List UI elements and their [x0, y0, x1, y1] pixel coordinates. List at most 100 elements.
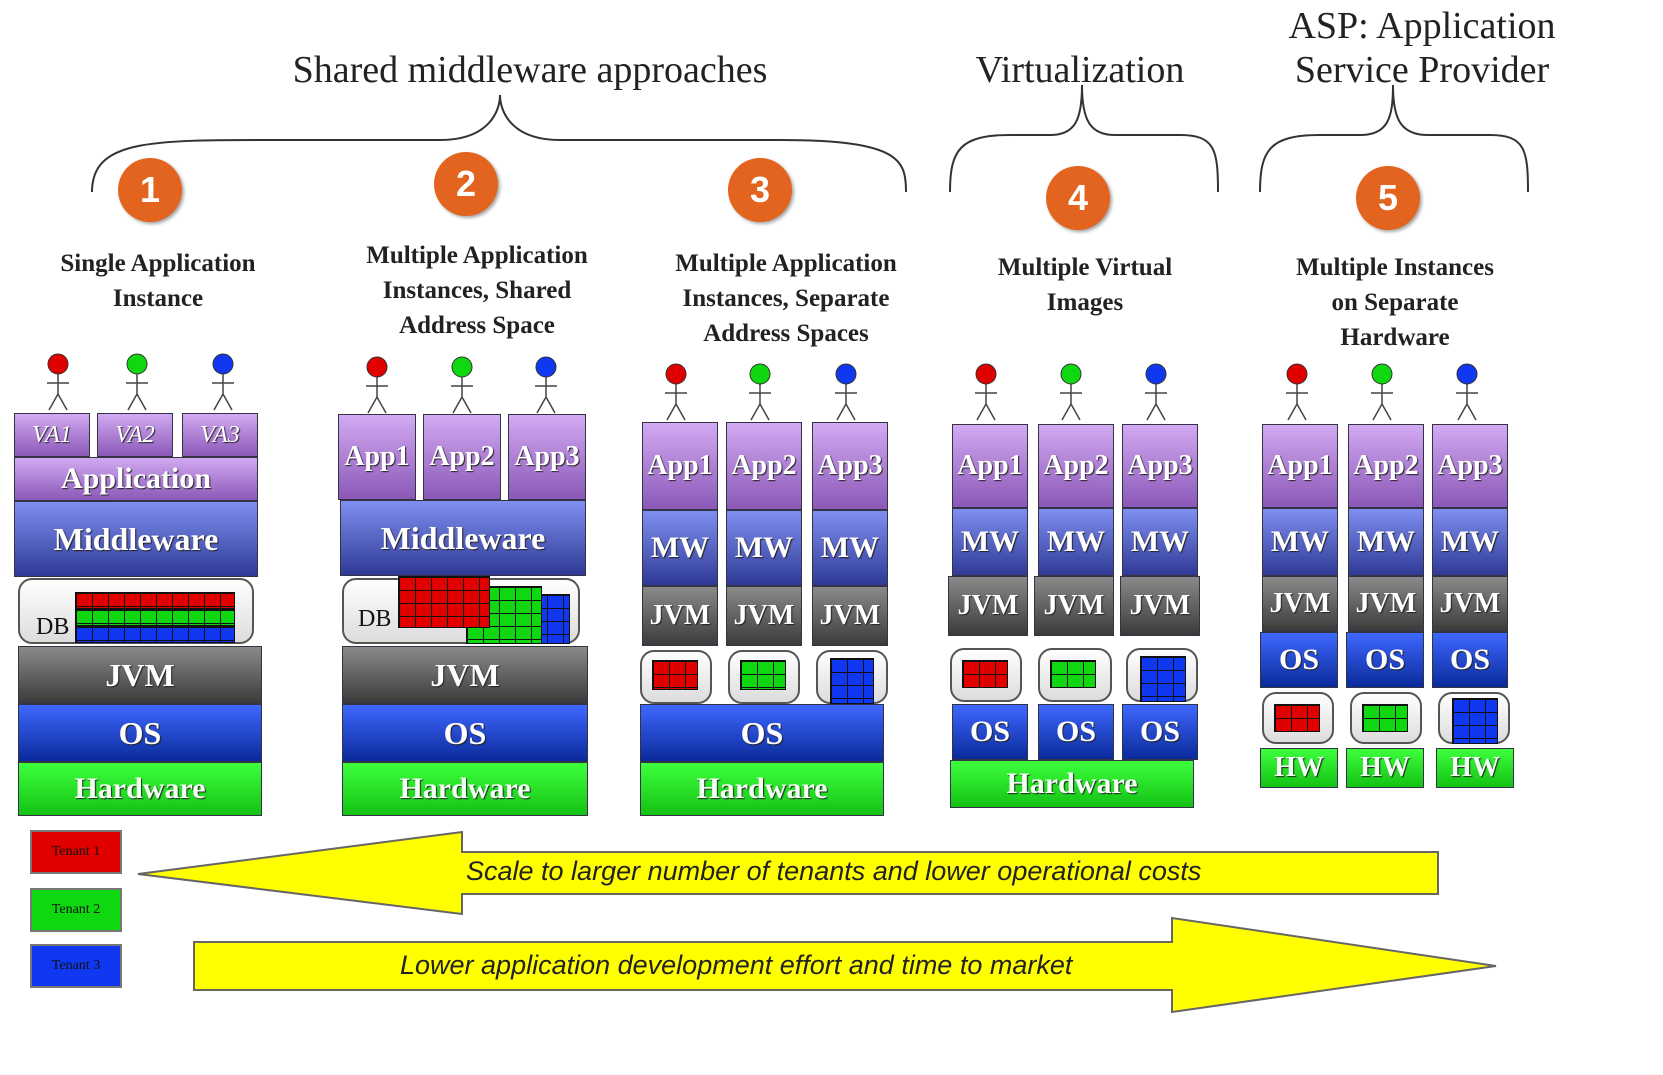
approach-4-title-line: Images [1046, 289, 1124, 316]
approach-5-title: Multiple Instances on Separate Hardware [1262, 250, 1528, 355]
approach-3-title-line: Address Spaces [703, 320, 869, 347]
middleware-layer: Middleware [14, 501, 258, 577]
app3-block: App3 [1432, 424, 1508, 508]
approach-5-title-line: Hardware [1340, 324, 1450, 351]
mw3-block: MW [1122, 508, 1198, 576]
tenant-1-data [398, 576, 490, 628]
db-label: DB [358, 606, 392, 632]
app2-block: App2 [726, 422, 802, 510]
effort-arrow [193, 916, 1497, 1014]
middleware-layer: Middleware [340, 500, 586, 576]
approach-4-title: Multiple Virtual Images [966, 250, 1204, 320]
group-title-asp: ASP: Application Service Provider [1262, 4, 1582, 92]
os1-block: OS [1260, 632, 1338, 688]
os3-block: OS [1122, 704, 1198, 760]
hardware-layer: Hardware [18, 762, 262, 816]
jvm1-block: JVM [948, 576, 1028, 636]
mw3-block: MW [812, 510, 888, 586]
jvm2-block: JVM [1348, 576, 1424, 632]
approach-2-title-line: Address Space [399, 312, 555, 339]
brace-virtualization [949, 84, 1219, 193]
legend-tenant-2: Tenant 2 [30, 888, 122, 932]
tenant-user-icon [665, 363, 687, 421]
approach-5-title-line: Multiple Instances [1296, 254, 1494, 281]
group-title-asp-line2: Service Provider [1294, 49, 1550, 91]
app3-block: App3 [1122, 424, 1198, 508]
app2-block: App2 [1348, 424, 1424, 508]
approach-3-title: Multiple Application Instances, Separate… [640, 246, 932, 351]
hw3-block: HW [1436, 748, 1514, 788]
brace-shared-middleware [91, 94, 907, 193]
jvm2-block: JVM [1034, 576, 1114, 636]
app1-block: App1 [952, 424, 1028, 508]
tenant-3-data [75, 626, 235, 643]
mw2-block: MW [726, 510, 802, 586]
approach-2-title-line: Instances, Shared [382, 277, 572, 304]
legend-tenant-3: Tenant 3 [30, 944, 122, 988]
approach-3-title-line: Instances, Separate [682, 285, 890, 312]
approach-2-title: Multiple Application Instances, Shared A… [332, 238, 622, 343]
hardware-layer: Hardware [640, 762, 884, 816]
tenant-user-icon [47, 353, 69, 411]
mw1-block: MW [952, 508, 1028, 576]
tenant-user-icon [975, 363, 997, 421]
jvm-layer: JVM [18, 646, 262, 704]
app2-block: App2 [423, 414, 501, 500]
tenant-3-data [1452, 698, 1498, 744]
jvm2-block: JVM [726, 586, 802, 646]
approach-2-title-line: Multiple Application [366, 242, 588, 269]
tenant-2-data [1050, 660, 1096, 688]
mw2-block: MW [1038, 508, 1114, 576]
tenant-user-icon [126, 353, 148, 411]
group-title-shared-middleware: Shared middleware approaches [292, 49, 768, 91]
db-label: DB [36, 614, 70, 640]
app1-block: App1 [642, 422, 718, 510]
group-title-virtualization: Virtualization [975, 49, 1185, 91]
approach-5-title-line: on Separate [1331, 289, 1459, 316]
mw2-block: MW [1348, 508, 1424, 576]
approach-4-number: 4 [1046, 166, 1110, 230]
hw2-block: HW [1346, 748, 1424, 788]
tenant-1-data [75, 592, 235, 609]
hardware-layer: Hardware [342, 762, 588, 816]
os3-block: OS [1432, 632, 1508, 688]
os1-block: OS [952, 704, 1028, 760]
scale-arrow-text: Scale to larger number of tenants and lo… [466, 856, 1202, 886]
tenant-user-icon [366, 356, 388, 414]
tenant-user-icon [1145, 363, 1167, 421]
tenant-3-data [830, 658, 874, 704]
brace-asp [1259, 84, 1529, 193]
app3-block: App3 [508, 414, 586, 500]
tenant-user-icon [1060, 363, 1082, 421]
tenant-2-data [740, 660, 786, 690]
mw1-block: MW [1262, 508, 1338, 576]
tenant-1-data [962, 660, 1008, 688]
approach-1-title-line: Single Application [60, 250, 256, 277]
tenant-3-data [1140, 656, 1186, 702]
app1-block: App1 [338, 414, 416, 500]
tenant-2-data [1362, 704, 1408, 732]
hardware-layer: Hardware [950, 760, 1194, 808]
jvm1-block: JVM [642, 586, 718, 646]
app3-block: App3 [812, 422, 888, 510]
app1-block: App1 [1262, 424, 1338, 508]
os-layer: OS [342, 704, 588, 762]
jvm3-block: JVM [1120, 576, 1200, 636]
os-layer: OS [640, 704, 884, 762]
application-layer: Application [14, 457, 258, 501]
approach-1-number: 1 [118, 158, 182, 222]
app2-block: App2 [1038, 424, 1114, 508]
tenant-user-icon [749, 363, 771, 421]
approach-5-number: 5 [1356, 166, 1420, 230]
tenant-user-icon [451, 356, 473, 414]
tenant-2-data [75, 609, 235, 626]
group-title-asp-line1: ASP: Application [1288, 5, 1556, 47]
effort-arrow-text: Lower application development effort and… [400, 950, 1073, 980]
approach-4-title-line: Multiple Virtual [997, 254, 1173, 281]
tenant-1-data [652, 660, 698, 690]
approach-3-title-line: Multiple Application [675, 250, 897, 277]
